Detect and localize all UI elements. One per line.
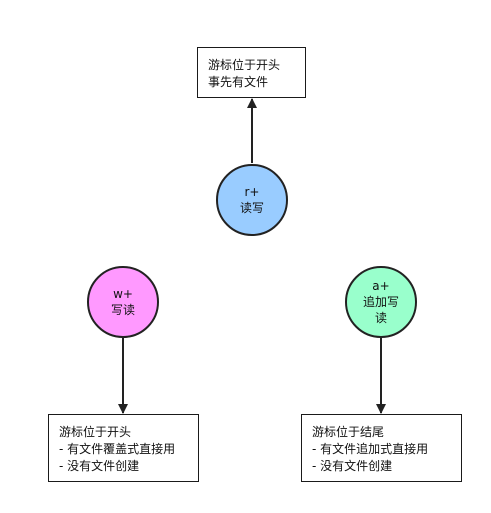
box-text-line: - 有文件覆盖式直接用 <box>59 442 176 456</box>
r-plus-node: r+ 读写 <box>216 164 288 236</box>
node-subtitle: 写读 <box>110 303 135 317</box>
box-text-line: 事先有文件 <box>208 75 269 89</box>
a-plus-node: a+ 追加写 读 <box>345 266 417 338</box>
a-plus-result-box: 游标位于结尾 - 有文件追加式直接用 - 没有文件创建 <box>301 414 462 482</box>
node-title: r+ <box>244 185 260 199</box>
box-text-line: - 有文件追加式直接用 <box>312 442 429 456</box>
w-plus-node: w+ 写读 <box>87 266 159 338</box>
node-subtitle: 读 <box>374 311 387 325</box>
r-plus-result-box: 游标位于开头 事先有文件 <box>197 47 306 98</box>
box-text-line: - 没有文件创建 <box>312 459 393 473</box>
node-subtitle: 读写 <box>239 201 264 215</box>
box-text-line: 游标位于开头 <box>59 425 132 439</box>
node-title: w+ <box>113 287 133 301</box>
box-text-line: 游标位于结尾 <box>312 425 385 439</box>
box-text-line: 游标位于开头 <box>208 58 281 72</box>
box-text-line: - 没有文件创建 <box>59 459 140 473</box>
node-subtitle: 追加写 <box>362 295 399 309</box>
node-title: a+ <box>372 279 390 293</box>
w-plus-result-box: 游标位于开头 - 有文件覆盖式直接用 - 没有文件创建 <box>48 414 199 482</box>
